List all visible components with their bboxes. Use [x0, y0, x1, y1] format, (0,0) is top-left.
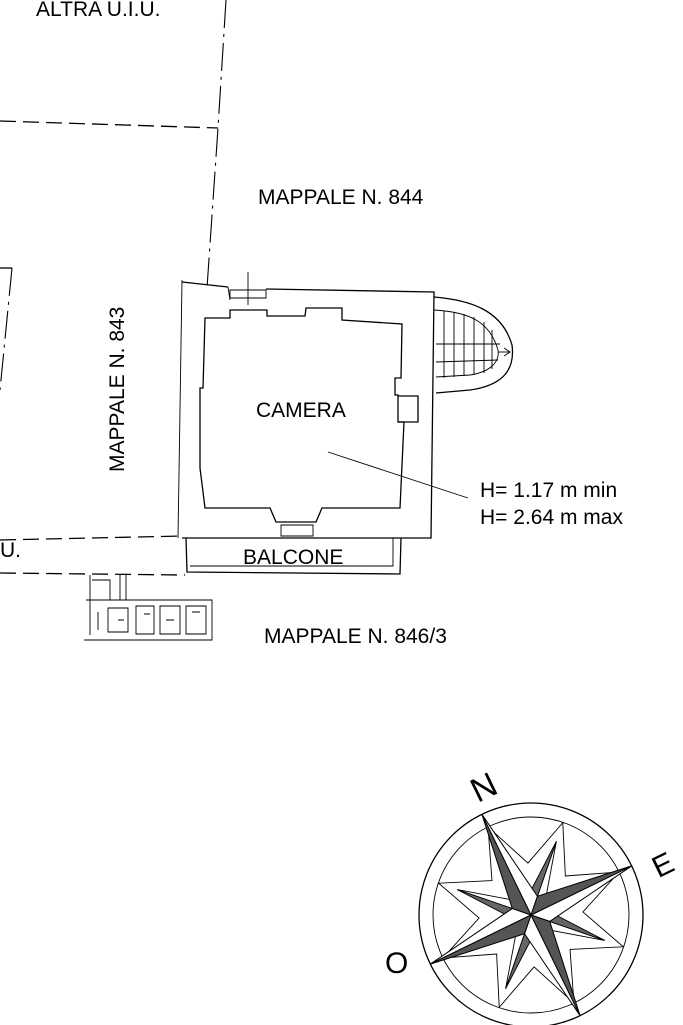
compass-star	[430, 814, 632, 1016]
exterior-stair-outline	[433, 296, 514, 394]
boundary-upper-horizontal	[0, 120, 219, 129]
compass-outer-ring	[418, 802, 644, 1025]
outer-wall	[181, 281, 435, 539]
labels: ALTRA U.I.U. MAPPALE N. 844 MAPPALE N. 8…	[0, 0, 623, 648]
top-doorway	[227, 272, 267, 305]
compass-inner-ring	[432, 816, 630, 1014]
building	[181, 272, 514, 575]
parcel-boundaries	[0, 0, 227, 576]
left-fragment-label: U.	[0, 539, 21, 562]
compass-west-label: O	[385, 947, 408, 980]
boundary-west-wall-line	[177, 279, 183, 539]
room-camera-outline	[199, 307, 405, 523]
balcony-outline	[185, 537, 402, 575]
parcel-846-label: MAPPALE N. 846/3	[264, 625, 447, 648]
compass-east-label: E	[647, 846, 679, 884]
balcony-inner-line	[190, 538, 394, 567]
boundary-north-vertical	[206, 0, 227, 289]
height-leader-line	[327, 451, 469, 499]
boundary-bottom-horizontal	[0, 572, 186, 576]
parcel-843-label: MAPPALE N. 843	[106, 307, 129, 472]
right-niche	[398, 395, 419, 423]
other-unit-label: ALTRA U.I.U.	[36, 0, 160, 21]
compass-north-label: N	[465, 765, 504, 810]
boundary-lower-horizontal	[0, 535, 183, 541]
stair-treads	[435, 311, 511, 378]
height-max-label: H= 2.64 m max	[480, 506, 623, 529]
height-min-label: H= 1.17 m min	[480, 479, 617, 502]
parcel-844-label: MAPPALE N. 844	[258, 186, 424, 209]
adjacent-structure	[84, 575, 213, 641]
compass-rose: N E O	[385, 765, 679, 1025]
room-label: CAMERA	[256, 399, 346, 422]
bottom-doorway	[280, 524, 314, 537]
boundary-left-vertical	[0, 267, 13, 391]
stair-inner-curve	[433, 309, 499, 378]
balcony-label: BALCONE	[243, 546, 343, 569]
